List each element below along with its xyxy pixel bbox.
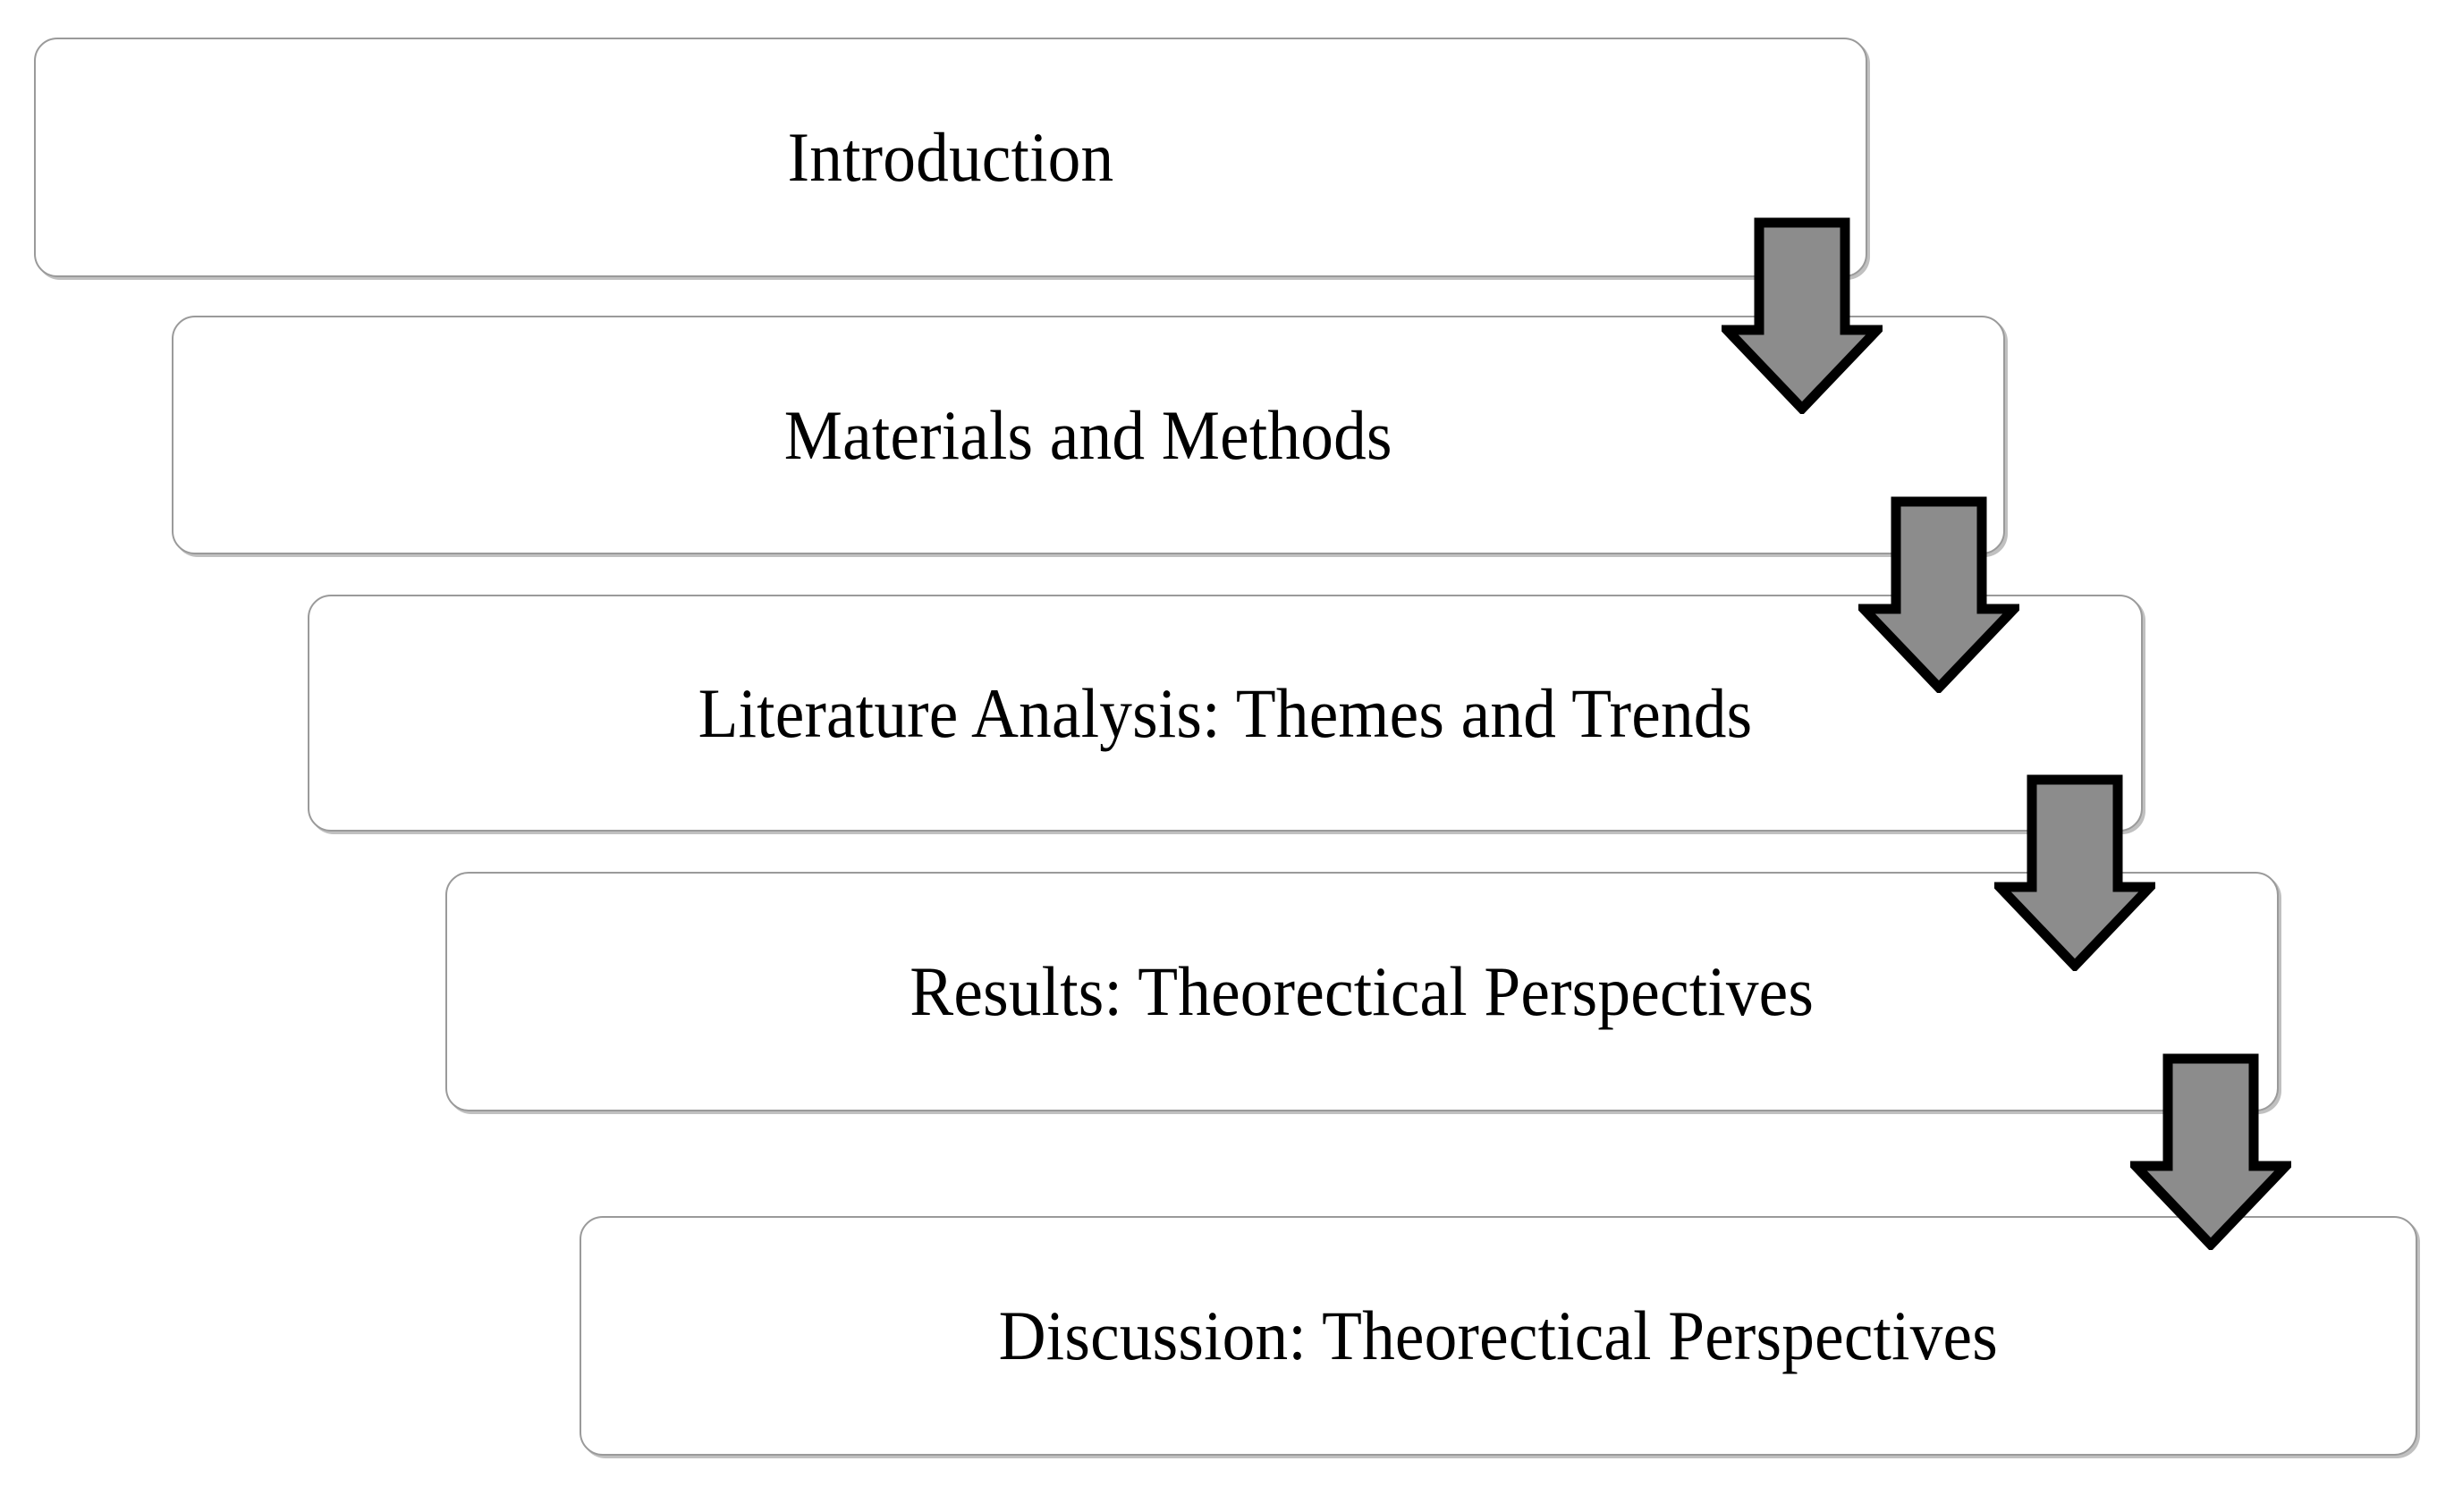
flow-step-label: Discussion: Theorectical Perspectives [998,1297,1999,1375]
flow-step-box-discussion[interactable]: Discussion: Theorectical Perspectives [580,1216,2417,1456]
down-arrow-icon [1994,774,2155,971]
flow-step-label: Results: Theorectical Perspectives [910,952,1815,1031]
flow-step-label: Materials and Methods [783,395,1392,474]
flow-step-label: Introduction [787,118,1114,197]
flow-step-box-materials-and-methods[interactable]: Materials and Methods [172,316,2005,554]
down-arrow-icon [1858,496,2019,693]
flow-step-label: Literature Analysis: Themes and Trends [698,673,1753,752]
flow-step-box-introduction[interactable]: Introduction [34,38,1867,277]
down-arrow-icon [1722,217,1883,414]
flow-step-box-results[interactable]: Results: Theorectical Perspectives [445,872,2279,1111]
down-arrow-icon [2130,1053,2291,1250]
flow-step-box-literature-analysis[interactable]: Literature Analysis: Themes and Trends [308,595,2143,832]
